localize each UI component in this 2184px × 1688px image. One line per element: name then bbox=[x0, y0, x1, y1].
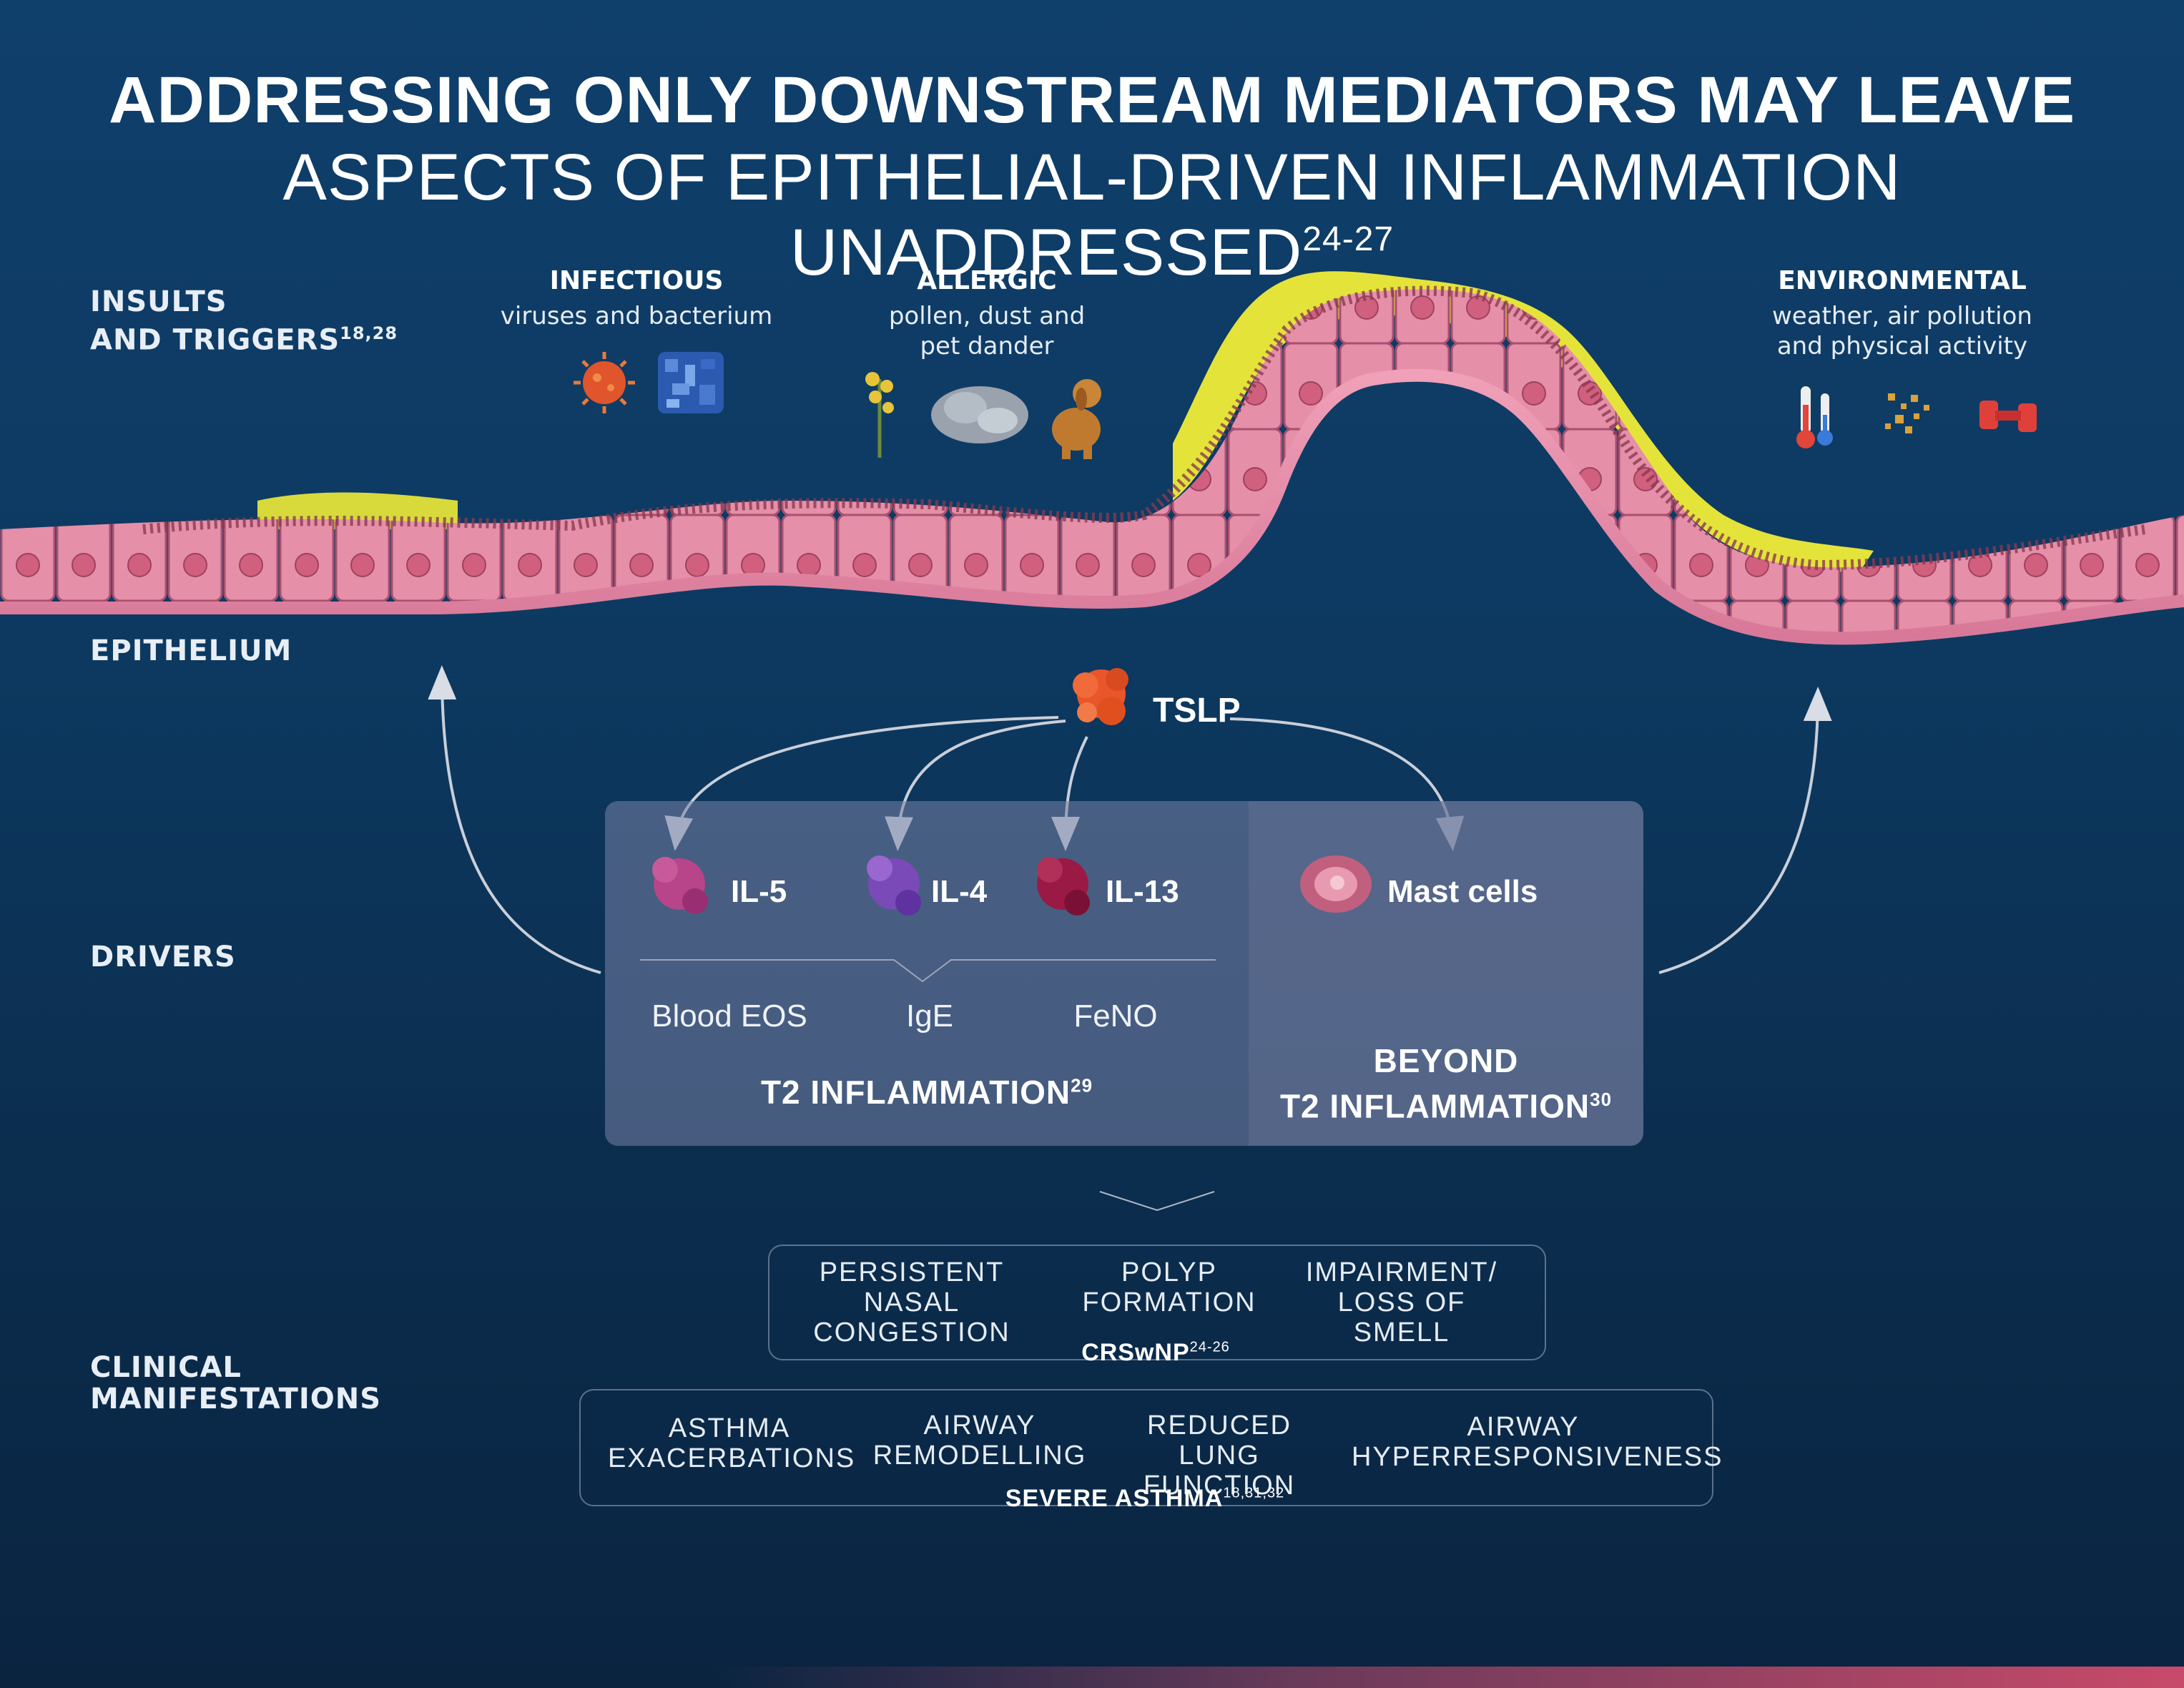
title-line-2: ASPECTS OF EPITHELIAL-DRIVEN INFLAMMATIO… bbox=[282, 141, 1902, 289]
il4-icon bbox=[867, 855, 921, 916]
marker-blood-eos: Blood EOS bbox=[651, 998, 807, 1034]
arrow-drivers-to-epithelium-left bbox=[428, 665, 601, 974]
crswnp-item: IMPAIRMENT/LOSS OF SMELL bbox=[1305, 1257, 1498, 1348]
dog-icon bbox=[1052, 379, 1101, 459]
environmental-icons bbox=[1796, 386, 2037, 448]
trigger-infectious-title: INFECTIOUS bbox=[549, 266, 724, 295]
drivers-label: DRIVERS bbox=[90, 941, 236, 973]
marker-feno: FeNO bbox=[1073, 998, 1158, 1034]
trigger-environmental: ENVIRONMENTAL weather, air pollution and… bbox=[1731, 266, 2074, 361]
il4-label: IL-4 bbox=[931, 874, 988, 909]
allergic-icons bbox=[865, 372, 1101, 459]
tslp-icon bbox=[1073, 668, 1128, 725]
dust-icon bbox=[931, 386, 1028, 443]
il5-icon bbox=[652, 857, 708, 914]
virus-icon bbox=[574, 352, 635, 413]
bottom-accent-bar bbox=[715, 1667, 2184, 1688]
beyond-t2-title: BEYOND T2 INFLAMMATION30 bbox=[1279, 1042, 1613, 1125]
crswnp-box bbox=[768, 1245, 1546, 1360]
mast-cell-icon bbox=[1300, 855, 1372, 913]
severe-asthma-title: SEVERE ASTHMA18,31,32 bbox=[1005, 1485, 1285, 1512]
epithelium-label: EPITHELIUM bbox=[90, 634, 292, 667]
trigger-allergic-title: ALLERGIC bbox=[917, 266, 1057, 295]
cilia-edge bbox=[142, 285, 2146, 571]
beyond-t2-panel bbox=[1249, 801, 1643, 1146]
pollution-particles-icon bbox=[1885, 393, 1929, 433]
trigger-infectious: INFECTIOUS viruses and bacterium bbox=[472, 266, 801, 331]
trigger-infectious-desc: viruses and bacterium bbox=[500, 302, 773, 330]
t2-inflammation-panel bbox=[605, 801, 1249, 1146]
chevron-down-icon bbox=[1099, 1191, 1215, 1212]
trigger-environmental-title: ENVIRONMENTAL bbox=[1778, 266, 2027, 295]
bacterium-icon bbox=[658, 352, 724, 413]
tslp-label: TSLP bbox=[1153, 692, 1241, 730]
mast-cells-label: Mast cells bbox=[1387, 874, 1538, 909]
title-line-1: ADDRESSING ONLY DOWNSTREAM MEDIATORS MAY… bbox=[108, 64, 2076, 137]
trigger-allergic: ALLERGIC pollen, dust and pet dander bbox=[844, 266, 1130, 361]
mucus-layer bbox=[1173, 271, 1874, 572]
t2-inflammation-title: T2 INFLAMMATION29 bbox=[760, 1074, 1093, 1111]
il5-label: IL-5 bbox=[731, 874, 787, 909]
il13-icon bbox=[1037, 857, 1090, 916]
thermometer-icon bbox=[1796, 386, 1833, 448]
epithelial-cells bbox=[0, 289, 2184, 639]
pollen-plant-icon bbox=[865, 372, 894, 458]
crswnp-title: CRSwNP24-26 bbox=[1081, 1339, 1230, 1366]
infectious-icons bbox=[574, 352, 724, 413]
basement-membrane bbox=[0, 368, 2184, 645]
il13-label: IL-13 bbox=[1106, 874, 1179, 909]
clinical-manifestations-label: CLINICAL MANIFESTATIONS bbox=[90, 1351, 382, 1415]
marker-ige: IgE bbox=[905, 998, 954, 1034]
dumbbell-icon bbox=[1979, 401, 2037, 432]
title-reference: 24-27 bbox=[1302, 220, 1394, 258]
epithelium-illustration bbox=[0, 271, 2184, 645]
severe-asthma-box bbox=[579, 1389, 1713, 1506]
insults-label: INSULTS AND TRIGGERS18,28 bbox=[90, 285, 398, 357]
arrow-drivers-to-epithelium-right bbox=[1658, 687, 1832, 974]
